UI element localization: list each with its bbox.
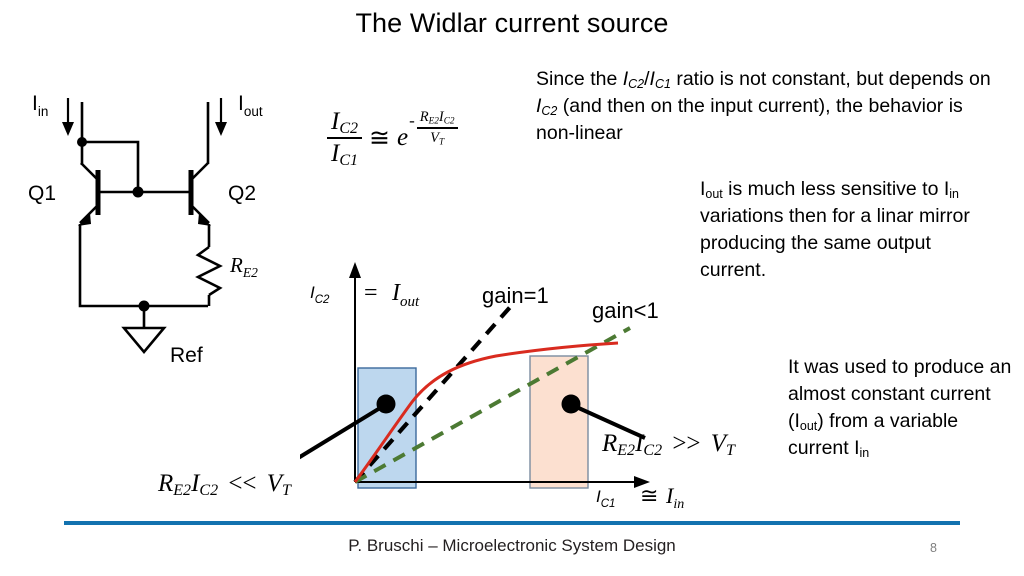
ic2-over-ic1-fraction: IC2 IC1: [327, 108, 362, 168]
gain-less-than-one-label: gain<1: [592, 298, 659, 323]
p1-var-ic2: IC2: [622, 68, 645, 92]
p1-var-ic2-b: IC2: [536, 95, 558, 119]
left-callout-dot: [376, 394, 396, 414]
transistor-q1: [78, 162, 138, 226]
widlar-circuit-diagram: Iin Iout Q1 Q2 RE2: [28, 92, 263, 367]
paragraph-nonlinearity: Since the IC2/IC1 ratio is not constant,…: [536, 66, 1006, 147]
x-axis-label-secondary: Iin: [665, 483, 684, 512]
y-axis-arrowhead: [349, 262, 361, 278]
p1-text-2: ratio is not constant, but depends on: [670, 68, 991, 90]
ref-label: Ref: [170, 344, 203, 367]
exponent-numerator: RE2IC2: [419, 109, 455, 127]
gain-less-than-one-line: [354, 326, 631, 484]
p3-var-iout: Iout: [794, 410, 818, 434]
exponential-base: e: [396, 123, 409, 151]
y-axis-label-relation: =: [364, 280, 378, 306]
page-number: 8: [930, 541, 937, 555]
iin-arrow-icon: [62, 98, 74, 136]
page-title: The Widlar current source: [0, 8, 1024, 39]
fraction-bar: [327, 137, 362, 139]
transistor-q2: [188, 162, 211, 226]
low-current-region-box: [357, 367, 417, 489]
p3-text-2: ) from a variable current: [788, 410, 959, 459]
exponent-sign: -: [409, 111, 415, 130]
p2-text-1: is much less sensitive to: [722, 178, 944, 200]
widlar-output-curve: [353, 341, 619, 483]
q1-diode-connection: [82, 140, 140, 192]
x-axis-label: IC1: [596, 487, 615, 510]
q2-label: Q2: [228, 182, 256, 205]
paragraph-usage: It was used to produce an almost constan…: [788, 354, 1024, 462]
right-callout-dot: [561, 394, 581, 414]
y-axis-label-secondary: Iout: [391, 280, 420, 310]
ground-triangle-icon: [121, 326, 167, 355]
widlar-ratio-equation: IC2 IC1 ≅ e - RE2IC2 VT: [327, 108, 458, 168]
q1-emitter-wire: [78, 224, 208, 308]
y-axis-label: IC2: [310, 283, 330, 306]
p2-text-2: variations then for a linar mirror produ…: [700, 205, 970, 281]
paragraph-sensitivity: Iout is much less sensitive to Iin varia…: [700, 176, 1000, 284]
p1-text-1: Since the: [536, 68, 623, 90]
transfer-characteristic-chart: IC2 = Iout IC1 ≅ Iin gain=1 gain<1: [300, 262, 684, 512]
fraction-denominator: IC1: [331, 139, 358, 169]
exponent-fraction-bar: [416, 127, 458, 129]
exponent-denominator: VT: [430, 129, 445, 147]
left-callout-leader: [300, 403, 387, 460]
p2-var-iin: Iin: [943, 178, 959, 202]
p2-var-iout: Iout: [700, 178, 723, 202]
gain-equals-one-label: gain=1: [482, 283, 549, 308]
iout-arrow-icon: [215, 98, 227, 136]
exponent-group: - RE2IC2 VT: [409, 109, 458, 147]
q1-label: Q1: [28, 182, 56, 205]
re2-label: RE2: [229, 253, 258, 280]
x-axis-arrowhead: [634, 476, 650, 488]
fraction-numerator: IC2: [331, 108, 358, 138]
p1-var-ic1: IC1: [649, 68, 671, 92]
footer-divider: [64, 521, 960, 525]
right-callout-formula: RE2IC2 >> VT: [602, 430, 735, 460]
left-callout-formula: RE2IC2 << VT: [158, 470, 291, 500]
resistor-re2: [195, 245, 223, 306]
gain-equals-one-line: [353, 303, 514, 484]
iin-label: Iin: [32, 92, 48, 119]
p1-slash: /: [644, 68, 650, 90]
p1-text-3: (and then on the input current), the beh…: [536, 95, 963, 144]
footer-credit: P. Bruschi – Microelectronic System Desi…: [348, 536, 676, 555]
approx-equal-symbol: ≅: [369, 124, 390, 152]
p3-var-iin: Iin: [854, 437, 870, 461]
exponent-fraction: RE2IC2 VT: [416, 109, 458, 147]
page-title-text: The Widlar current source: [355, 8, 669, 38]
right-callout-leader: [571, 403, 646, 440]
iout-label: Iout: [238, 92, 263, 119]
p3-text-1: It was used to produce an almost constan…: [788, 356, 1012, 432]
x-axis-label-relation: ≅: [640, 483, 658, 508]
high-current-region-box: [529, 355, 589, 489]
